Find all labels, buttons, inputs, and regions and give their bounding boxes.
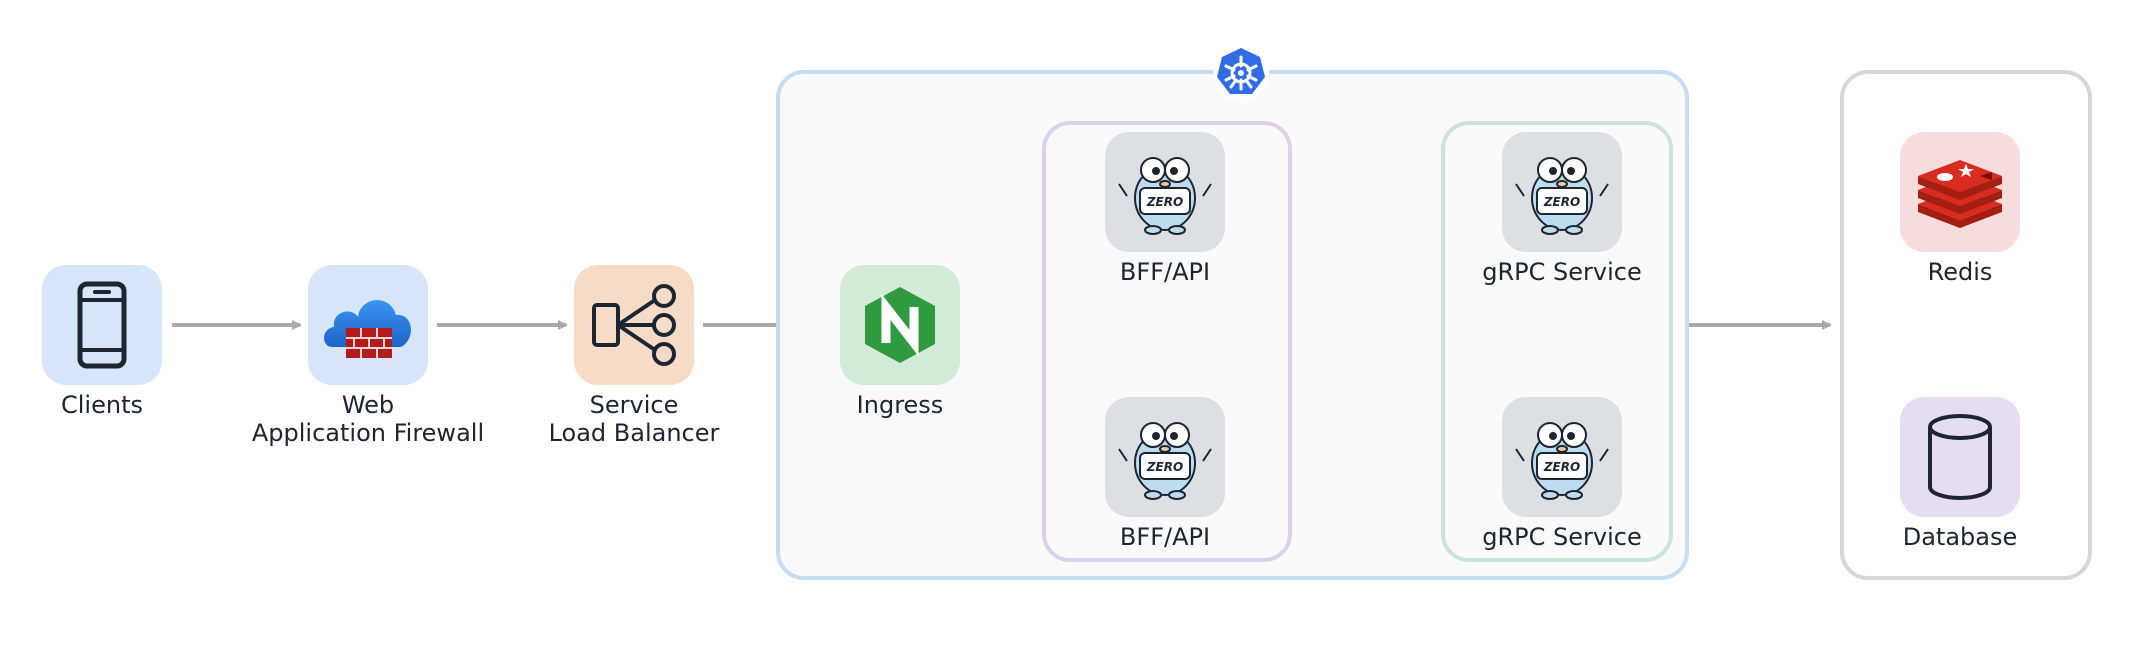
grpc-service-2-label: gRPC Service: [1482, 523, 1642, 551]
go-zero-gopher-icon: ZERO: [1515, 157, 1609, 235]
storage-group-box: [1840, 70, 2092, 580]
clients-label: Clients: [61, 391, 143, 419]
go-zero-gopher-icon: ZERO: [1515, 422, 1609, 500]
redis-label: Redis: [1927, 258, 1993, 286]
grpc-service-1-tile: ZERO: [1502, 132, 1622, 252]
database-tile: [1900, 397, 2020, 517]
load-balancer-tile: [574, 265, 694, 385]
clients-tile: [42, 265, 162, 385]
svg-text:ZERO: ZERO: [1146, 460, 1183, 474]
database-cylinder-icon: [1928, 414, 1992, 500]
bff-api-1-label: BFF/API: [1119, 258, 1211, 286]
load-balancer-icon: [592, 284, 676, 366]
nginx-icon: [865, 287, 935, 363]
mobile-phone-icon: [77, 281, 127, 369]
ingress-label: Ingress: [856, 391, 944, 419]
load-balancer-label-line1: Service: [589, 391, 679, 419]
waf-label-line1: Web: [341, 391, 395, 419]
load-balancer-label-line2: Load Balancer: [548, 419, 720, 447]
cloud-firewall-icon: [324, 300, 411, 358]
svg-text:ZERO: ZERO: [1543, 460, 1580, 474]
bff-group-box: [1042, 121, 1292, 562]
svg-text:ZERO: ZERO: [1146, 195, 1183, 209]
waf-label-line2: Application Firewall: [251, 419, 485, 447]
svg-text:ZERO: ZERO: [1543, 195, 1580, 209]
bff-api-2-tile: ZERO: [1105, 397, 1225, 517]
grpc-service-1-label: gRPC Service: [1482, 258, 1642, 286]
bff-api-2-label: BFF/API: [1119, 523, 1211, 551]
go-zero-gopher-icon: ZERO: [1118, 422, 1212, 500]
bff-api-1-tile: ZERO: [1105, 132, 1225, 252]
grpc-service-2-tile: ZERO: [1502, 397, 1622, 517]
ingress-tile: [840, 265, 960, 385]
grpc-group-box: [1441, 121, 1673, 562]
waf-tile: [308, 265, 428, 385]
redis-icon: [1918, 160, 2002, 228]
kubernetes-icon: [1213, 45, 1269, 101]
database-label: Database: [1902, 523, 2018, 551]
redis-tile: [1900, 132, 2020, 252]
go-zero-gopher-icon: ZERO: [1118, 157, 1212, 235]
